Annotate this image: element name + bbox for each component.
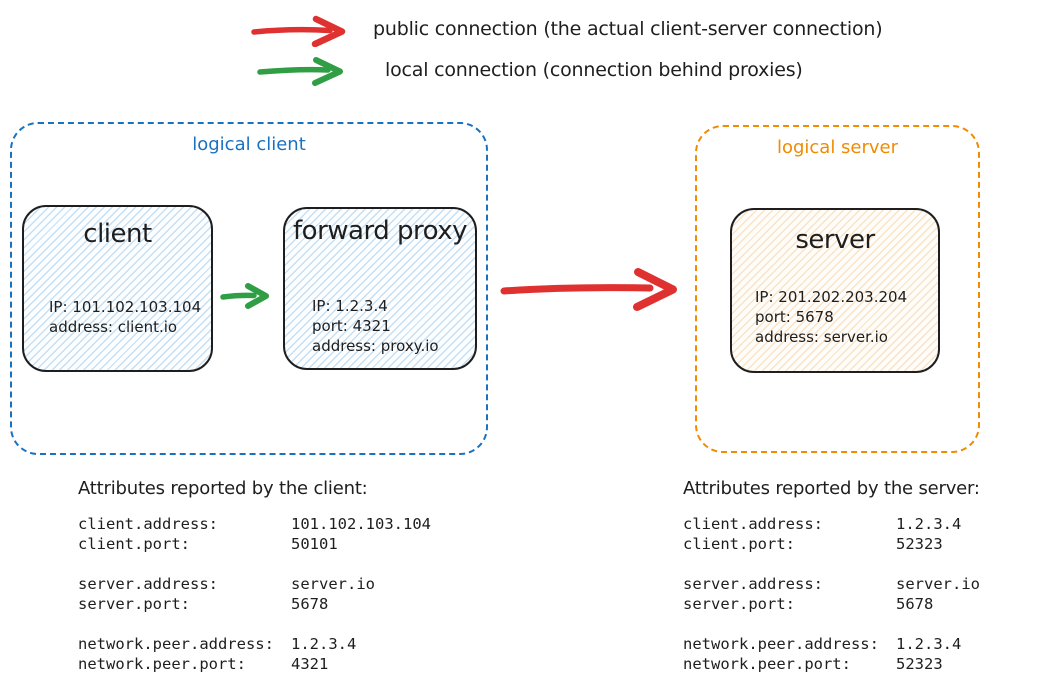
attr-key: server.port:	[683, 594, 795, 613]
client-attributes-list: client.address: 101.102.103.104 client.p…	[78, 515, 508, 674]
proxy-port: port: 4321	[312, 317, 391, 335]
server-node-title: server	[795, 225, 875, 255]
attr-row: network.peer.port: 4321	[78, 655, 508, 675]
logical-server-frame: logical server	[695, 125, 980, 453]
server-attributes-heading: Attributes reported by the server:	[683, 478, 980, 499]
attr-row: network.peer.address: 1.2.3.4	[78, 635, 508, 655]
attr-key: client.address:	[78, 515, 218, 533]
proxy-ip: IP: 1.2.3.4	[312, 297, 388, 315]
attr-row: server.port: 5678	[683, 595, 1039, 615]
local-connection-arrow-icon	[257, 57, 343, 86]
attr-value: 1.2.3.4	[896, 635, 962, 653]
attr-value: 50101	[291, 534, 338, 553]
server-attributes-section: Attributes reported by the server: clien…	[683, 476, 1039, 695]
attr-key: server.port:	[78, 594, 190, 613]
local-connection-label: local connection (connection behind prox…	[385, 59, 803, 81]
attr-row: client.port: 50101	[78, 535, 508, 555]
attr-key: server.address:	[78, 575, 218, 593]
forward-proxy-node-title: forward proxy	[293, 216, 467, 246]
attr-row: network.peer.address: 1.2.3.4	[683, 635, 1039, 655]
attr-key: network.peer.port:	[78, 654, 246, 673]
attr-value: 52323	[896, 534, 943, 553]
attr-key: client.address:	[683, 515, 823, 533]
server-node: server IP: 201.202.203.204 port: 5678 ad…	[730, 208, 940, 373]
attr-key: client.port:	[78, 534, 190, 553]
client-to-proxy-arrow-icon	[220, 283, 269, 309]
attr-value: server.io	[291, 575, 375, 593]
client-node: client IP: 101.102.103.104 address: clie…	[22, 205, 213, 372]
attr-value: 5678	[291, 594, 329, 613]
attr-value: 52323	[896, 654, 943, 673]
forward-proxy-node: forward proxy IP: 1.2.3.4 port: 4321 add…	[283, 207, 477, 370]
proxy-address: address: proxy.io	[312, 337, 439, 355]
attr-value: 4321	[291, 654, 329, 673]
client-address: address: client.io	[49, 318, 178, 336]
server-port: port: 5678	[755, 308, 834, 326]
client-attributes-heading: Attributes reported by the client:	[78, 478, 368, 499]
server-address: address: server.io	[755, 328, 888, 346]
logical-client-label: logical client	[192, 134, 306, 155]
attr-row: server.port: 5678	[78, 595, 508, 615]
public-connection-label: public connection (the actual client-ser…	[373, 18, 883, 40]
attr-key: network.peer.port:	[683, 654, 851, 673]
logical-server-label: logical server	[776, 137, 899, 158]
client-attributes-section: Attributes reported by the client: clien…	[78, 476, 508, 695]
attr-value: 1.2.3.4	[291, 635, 357, 653]
attr-key: client.port:	[683, 534, 795, 553]
attr-value: 101.102.103.104	[291, 515, 431, 533]
client-to-server-arrow-icon	[500, 268, 677, 311]
attr-value: 1.2.3.4	[896, 515, 962, 533]
client-node-details: IP: 101.102.103.104 address: client.io	[49, 297, 201, 337]
forward-proxy-node-details: IP: 1.2.3.4 port: 4321 address: proxy.io	[312, 296, 439, 356]
attr-row: network.peer.port: 52323	[683, 655, 1039, 675]
attr-row: client.address: 1.2.3.4	[683, 515, 1039, 535]
attr-value: server.io	[896, 575, 980, 593]
attr-key: server.address:	[683, 575, 823, 593]
attr-row: client.address: 101.102.103.104	[78, 515, 508, 535]
logical-client-frame: logical client	[10, 122, 488, 455]
attr-value: 5678	[896, 594, 934, 613]
server-ip: IP: 201.202.203.204	[755, 288, 908, 306]
client-node-title: client	[83, 219, 152, 249]
attr-key: network.peer.address:	[78, 635, 274, 653]
attr-row: client.port: 52323	[683, 535, 1039, 555]
attr-row: server.address: server.io	[78, 575, 508, 595]
client-ip: IP: 101.102.103.104	[49, 298, 202, 316]
attr-key: network.peer.address:	[683, 635, 879, 653]
public-connection-arrow-icon	[251, 15, 346, 47]
server-attributes-list: client.address: 1.2.3.4 client.port: 523…	[683, 515, 1039, 674]
server-node-details: IP: 201.202.203.204 port: 5678 address: …	[755, 287, 907, 347]
attr-row: server.address: server.io	[683, 575, 1039, 595]
